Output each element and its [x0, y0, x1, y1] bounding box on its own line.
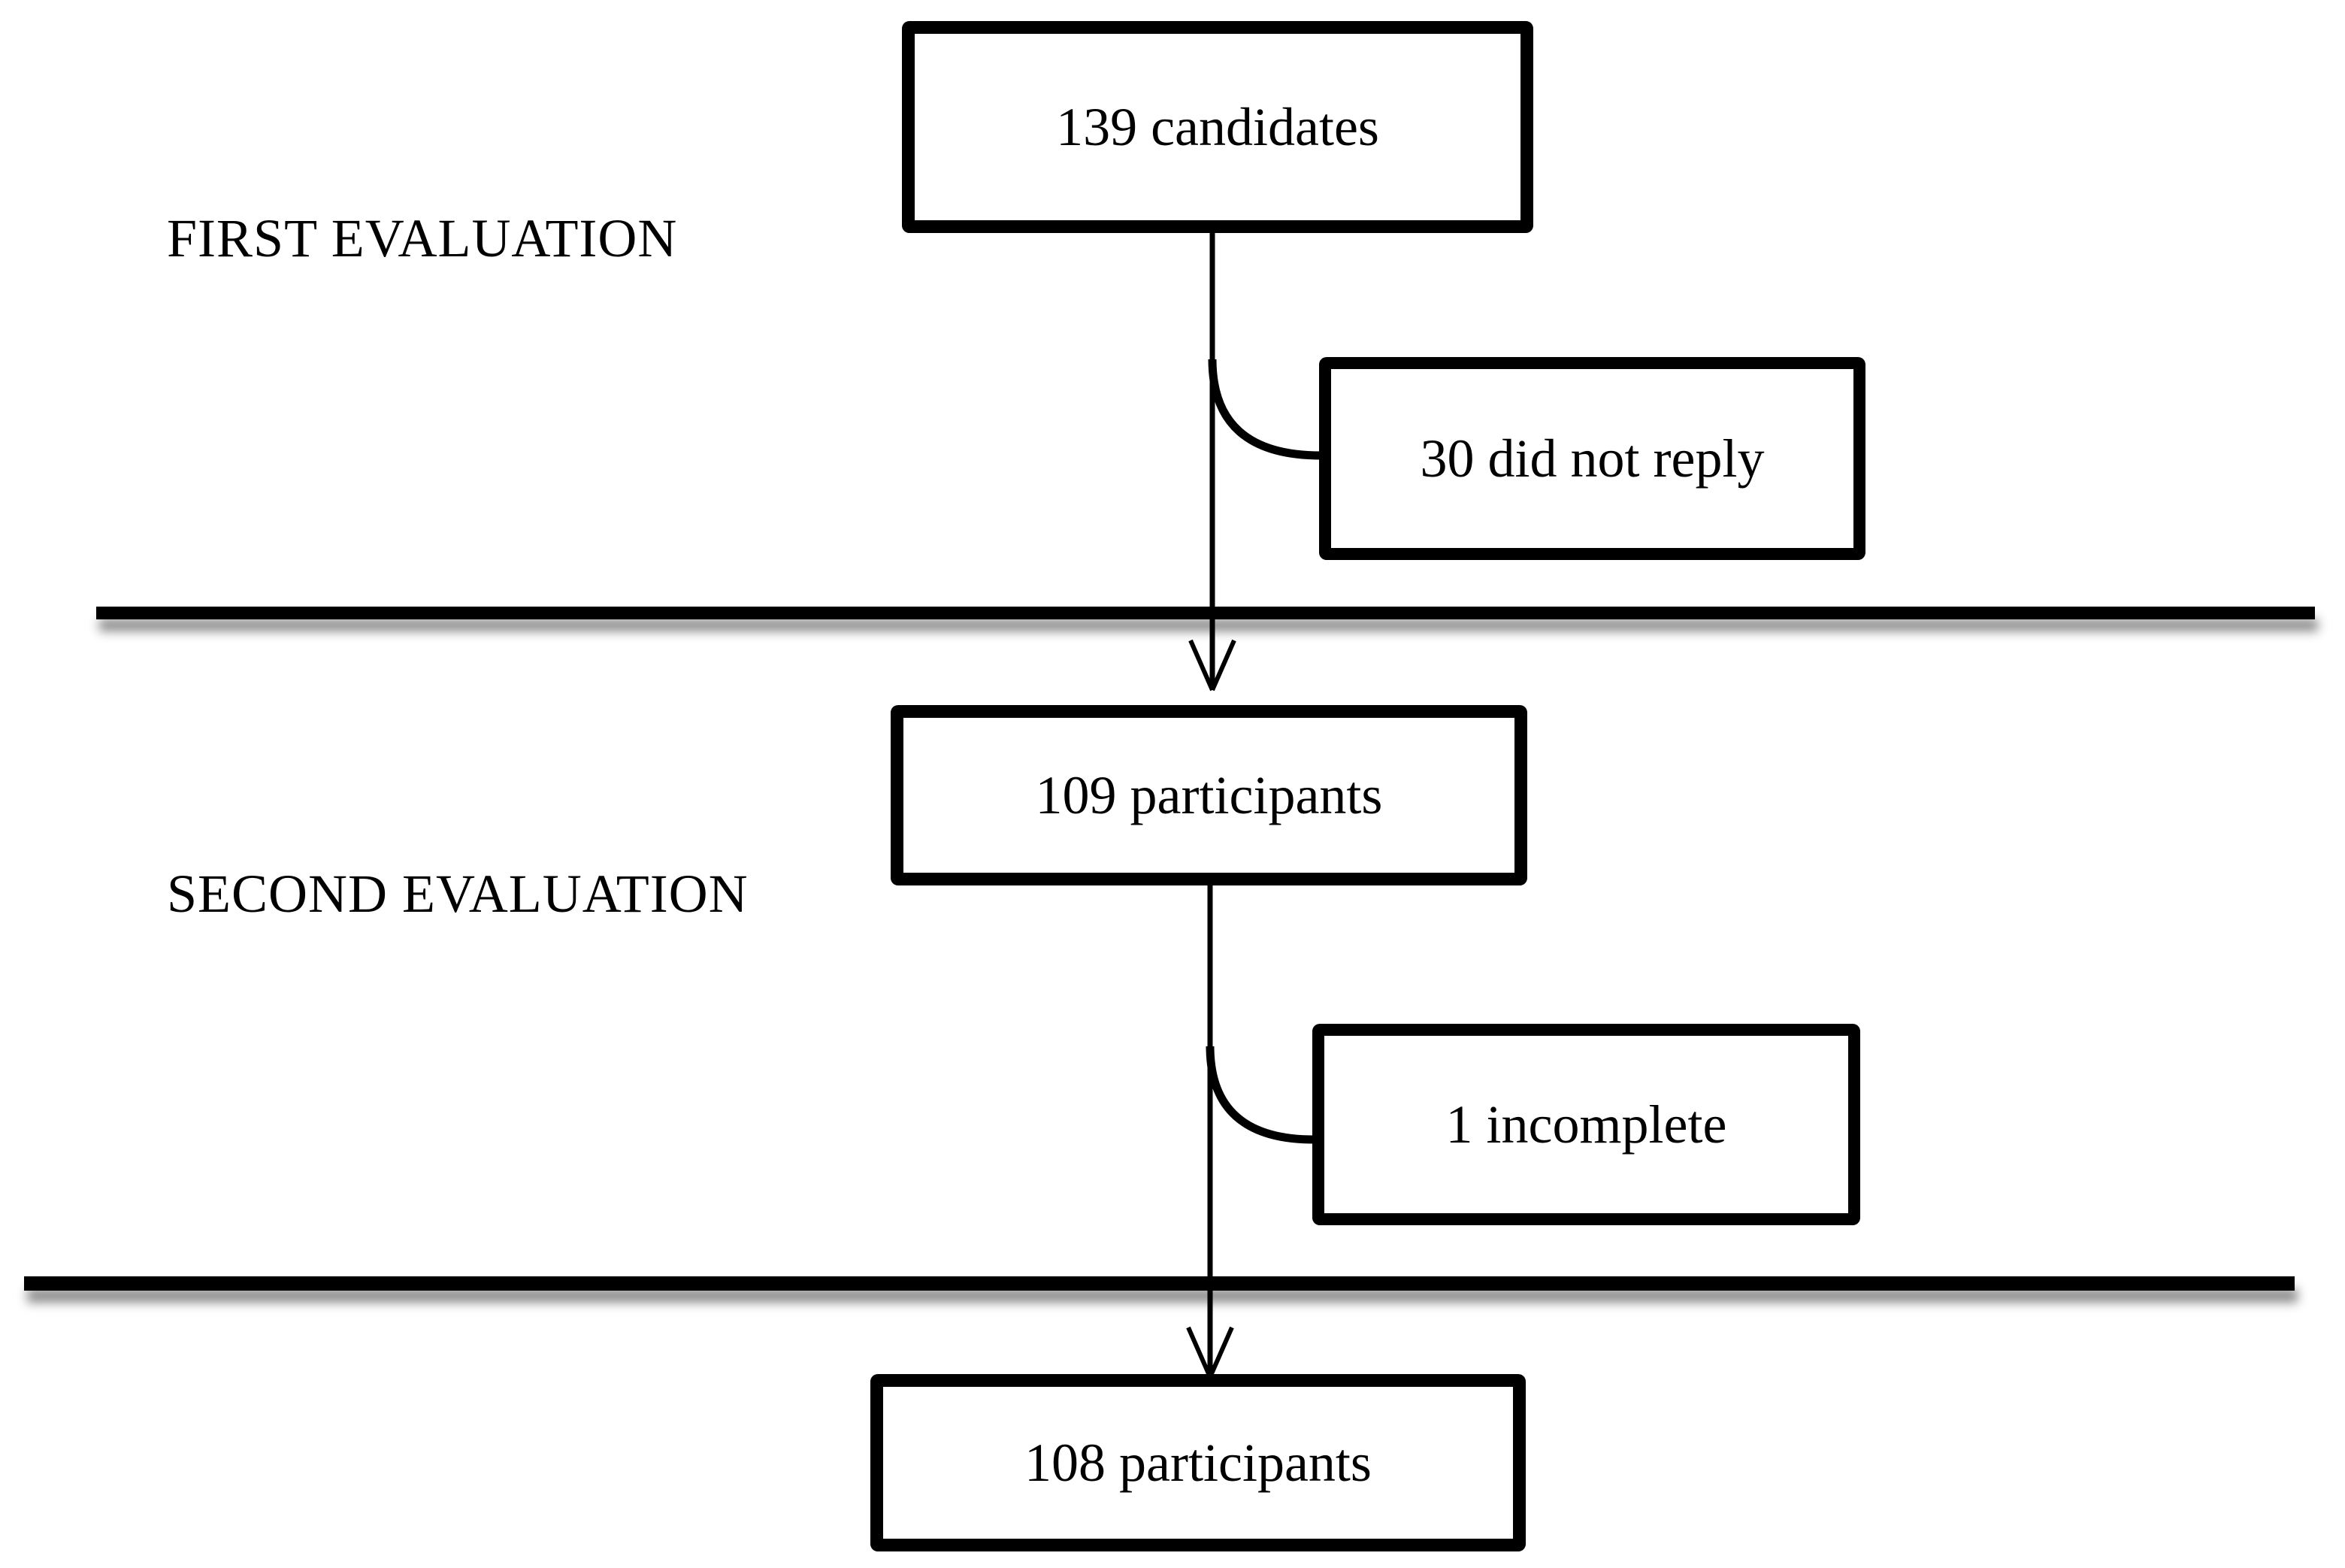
arrowhead-second	[1186, 1326, 1234, 1379]
phase-label-second-evaluation: SECOND EVALUATION	[167, 864, 749, 924]
stage-divider-second	[24, 1276, 2295, 1291]
branch-curve-not-replied	[1208, 359, 1321, 460]
box-candidates: 139 candidates	[902, 21, 1533, 233]
arrowhead-first	[1188, 639, 1236, 692]
box-participants-final: 108 participants	[870, 1374, 1526, 1551]
box-incomplete: 1 incomplete	[1312, 1024, 1860, 1225]
branch-curve-incomplete	[1206, 1046, 1315, 1144]
box-participants-second: 109 participants	[891, 705, 1527, 885]
stage-divider-first	[96, 607, 2315, 619]
phase-label-first-evaluation: FIRST EVALUATION	[167, 208, 678, 268]
box-not-replied: 30 did not reply	[1319, 357, 1865, 560]
